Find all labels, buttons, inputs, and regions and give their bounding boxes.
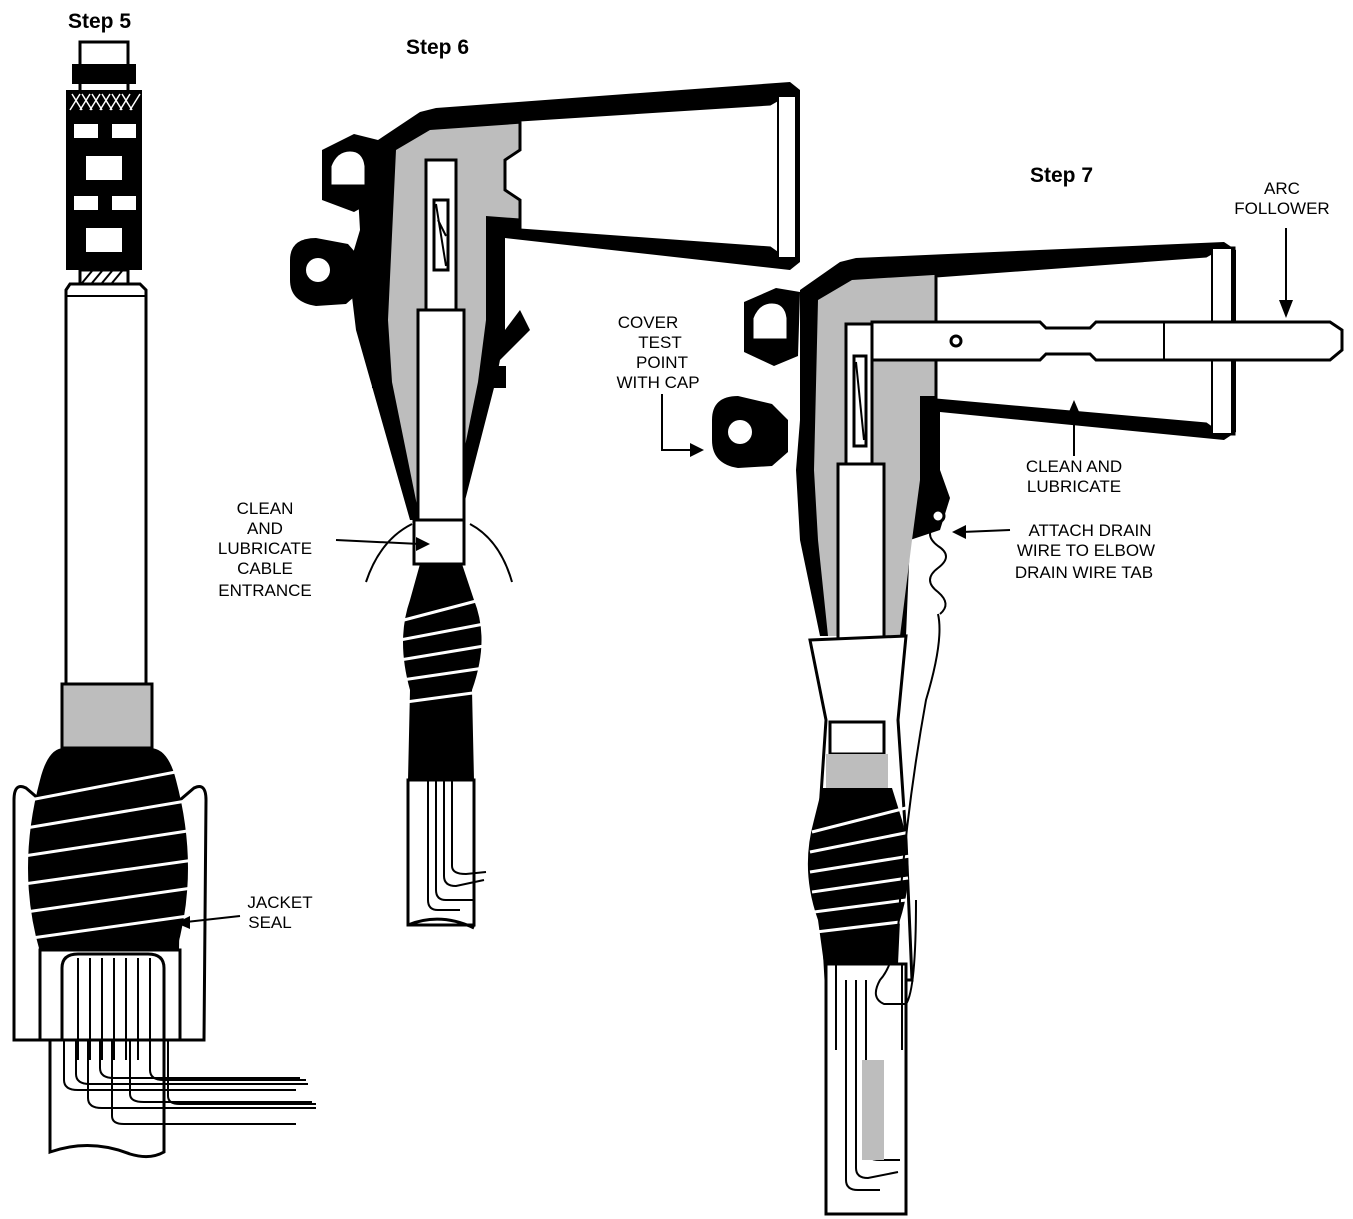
step5-title: Step 5 xyxy=(68,10,131,33)
svg-text:ENTRANCE: ENTRANCE xyxy=(218,581,312,600)
svg-text:TEST: TEST xyxy=(638,333,681,352)
label-clean-and-lubricate: CLEAN AND LUBRICATE xyxy=(1026,457,1122,496)
step6-elbow-assembly: Step 6 xyxy=(218,36,800,930)
svg-text:DRAIN WIRE TAB: DRAIN WIRE TAB xyxy=(1015,563,1153,582)
svg-text:WITH CAP: WITH CAP xyxy=(616,373,699,392)
label-cover-test-point: COVER TEST POINT WITH CAP xyxy=(616,313,699,392)
svg-text:JACKET: JACKET xyxy=(247,893,312,912)
arc-follower-arrow xyxy=(1279,300,1293,318)
svg-text:POINT: POINT xyxy=(636,353,688,372)
step5-cable-assembly: Step 5 xyxy=(12,10,316,1159)
svg-text:AND: AND xyxy=(247,519,283,538)
svg-text:SEAL: SEAL xyxy=(248,913,291,932)
cable-entrance-arrow xyxy=(416,537,430,551)
drain-wire-arrow xyxy=(952,525,966,539)
clean-lubricate-arrow xyxy=(1068,400,1080,414)
test-point-arrow xyxy=(690,443,704,457)
label-clean-lubricate-cable-entrance: CLEAN AND LUBRICATE CABLE ENTRANCE xyxy=(218,499,312,600)
arc-follower-rod xyxy=(870,320,1344,362)
svg-text:CLEAN: CLEAN xyxy=(237,499,294,518)
svg-text:CABLE: CABLE xyxy=(237,559,293,578)
svg-text:COVER: COVER xyxy=(618,313,678,332)
svg-text:ATTACH DRAIN: ATTACH DRAIN xyxy=(1028,521,1151,540)
svg-text:ARC: ARC xyxy=(1264,179,1300,198)
svg-text:WIRE TO ELBOW: WIRE TO ELBOW xyxy=(1017,541,1155,560)
svg-text:LUBRICATE: LUBRICATE xyxy=(218,539,312,558)
jacket-seal-arrow xyxy=(176,916,190,929)
step7-elbow-with-arc-follower: Step 7 xyxy=(616,164,1344,1216)
svg-text:CLEAN AND: CLEAN AND xyxy=(1026,457,1122,476)
label-arc-follower: ARC FOLLOWER xyxy=(1234,179,1329,218)
svg-text:LUBRICATE: LUBRICATE xyxy=(1027,477,1121,496)
step6-title: Step 6 xyxy=(406,36,469,59)
svg-text:FOLLOWER: FOLLOWER xyxy=(1234,199,1329,218)
label-jacket-seal: JACKET SEAL xyxy=(247,893,312,932)
step7-title: Step 7 xyxy=(1030,164,1093,187)
label-attach-drain-wire: ATTACH DRAIN WIRE TO ELBOW DRAIN WIRE TA… xyxy=(1015,521,1155,582)
